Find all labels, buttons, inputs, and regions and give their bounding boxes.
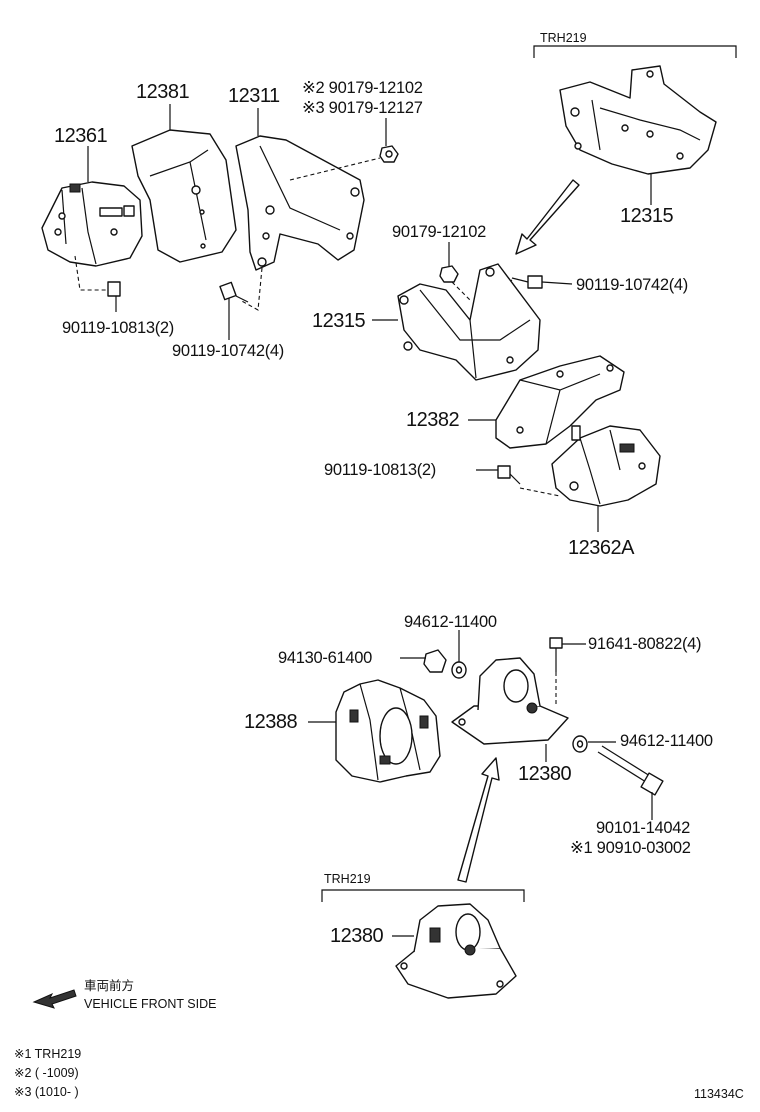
part-94612-11400-right-label: 94612-11400 <box>620 732 713 750</box>
bracket-12311 <box>235 108 381 311</box>
bolt-icon <box>219 281 249 340</box>
cover-12382 <box>468 355 625 449</box>
part-12382-label: 12382 <box>406 409 460 431</box>
part-12362a-label: 12362A <box>568 537 634 559</box>
bolt-icon <box>476 465 561 497</box>
nut-icon <box>379 118 399 163</box>
part-94612-11400-top-label: 94612-11400 <box>404 613 497 631</box>
arrow-icon <box>32 989 77 1009</box>
part-90119-10813-left-label: 90119-10813(2) <box>62 319 175 337</box>
part-90119-10742-right-label: 90119-10742(4) <box>576 276 689 294</box>
diagram-id: 113434C <box>694 1087 744 1101</box>
part-12381-label: 12381 <box>136 81 190 103</box>
nut-icon <box>400 649 447 673</box>
part-12388-label: 12388 <box>244 711 298 733</box>
note1-part-label: ※1 90910-03002 <box>570 839 691 857</box>
mount-12361 <box>41 146 143 291</box>
bolt-icon <box>597 745 664 820</box>
bolt-icon <box>107 281 121 312</box>
part-90119-10813-mid-label: 90119-10813(2) <box>324 461 437 479</box>
mount-12380-bottom <box>392 903 517 999</box>
cover-12381 <box>131 104 237 263</box>
part-12315-mid-label: 12315 <box>312 310 366 332</box>
part-90101-14042-label: 90101-14042 <box>596 819 690 837</box>
bracket-12315-top <box>559 65 717 205</box>
part-90179-12102-label: 90179-12102 <box>392 223 486 241</box>
washer-icon <box>572 735 616 753</box>
part-94130-61400-label: 94130-61400 <box>278 649 372 667</box>
mount-12380-mid <box>451 657 569 762</box>
bracket-12315-mid <box>372 263 541 381</box>
insulator-12388 <box>308 679 441 783</box>
part-90119-10742-left-label: 90119-10742(4) <box>172 342 285 360</box>
part-12361-label: 12361 <box>54 125 108 147</box>
trh219-label-bottom: TRH219 <box>324 872 371 886</box>
mount-12362a <box>551 425 661 532</box>
part-12315-top-label: 12315 <box>620 205 674 227</box>
footnote-2: ※2 ( -1009) <box>14 1066 79 1080</box>
part-12311-label: 12311 <box>228 85 280 107</box>
vehicle-front-en: VEHICLE FRONT SIDE <box>84 997 217 1011</box>
washer-icon <box>451 630 467 679</box>
footnote-3: ※3 (1010- ) <box>14 1085 79 1099</box>
footnote-1: ※1 TRH219 <box>14 1047 82 1061</box>
bolt-icon <box>549 637 586 704</box>
arrow-icon <box>515 179 580 255</box>
part-91641-80822-label: 91641-80822(4) <box>588 635 702 653</box>
note3-part-label: ※3 90179-12127 <box>302 99 423 117</box>
nut-icon <box>439 242 471 301</box>
part-12380-bottom-label: 12380 <box>330 925 384 947</box>
trh219-label-top: TRH219 <box>540 31 587 45</box>
trh219-top-bracket <box>533 45 737 58</box>
arrow-icon <box>457 757 500 883</box>
vehicle-front-jp: 車両前方 <box>84 979 135 993</box>
trh219-bottom-bracket <box>321 889 525 902</box>
note2-part-label: ※2 90179-12102 <box>302 79 423 97</box>
part-12380-mid-label: 12380 <box>518 763 572 785</box>
